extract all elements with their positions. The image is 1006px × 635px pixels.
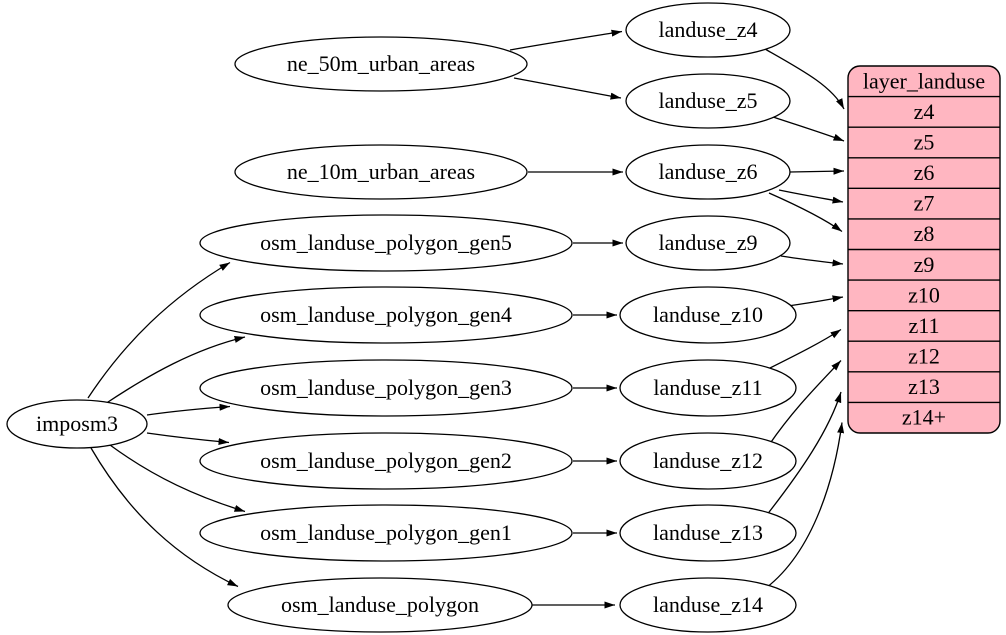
- node-osm_landuse_polygon: osm_landuse_polygon: [227, 577, 533, 633]
- osm_landuse_polygon_gen1-label: osm_landuse_polygon_gen1: [260, 520, 512, 545]
- landuse_z11-label: landuse_z11: [653, 375, 762, 400]
- landuse_z4-ellipse: [625, 2, 791, 58]
- node-landuse_z5: landuse_z5: [625, 73, 791, 129]
- edge-landuse_z4-layer_landuse-z4: [764, 48, 845, 110]
- osm_landuse_polygon_gen3-label: osm_landuse_polygon_gen3: [260, 375, 512, 400]
- landuse_z9-ellipse: [625, 215, 791, 271]
- edge-ne_50m_urban_areas-landuse_z5: [513, 77, 622, 100]
- table-row-z13: z13: [908, 374, 940, 399]
- ne_10m_urban_areas-label: ne_10m_urban_areas: [287, 159, 475, 184]
- osm_landuse_polygon-ellipse: [227, 577, 533, 633]
- edge-landuse_z10-layer_landuse-z10: [787, 295, 844, 307]
- edge-imposm3-osm_landuse_polygon_gen5: [87, 261, 231, 399]
- ne_50m_urban_areas-label: ne_50m_urban_areas: [287, 51, 475, 76]
- table-row-z7: z7: [914, 191, 935, 216]
- node-landuse_z10: landuse_z10: [619, 286, 797, 344]
- landuse_z14-label: landuse_z14: [653, 592, 763, 617]
- osm_landuse_polygon_gen5-label: osm_landuse_polygon_gen5: [260, 230, 512, 255]
- edge-landuse_z6-layer_landuse-z7: [778, 189, 844, 204]
- node-osm_landuse_polygon_gen3: osm_landuse_polygon_gen3: [199, 359, 573, 417]
- landuse_z10-ellipse: [619, 286, 797, 344]
- node-osm_landuse_polygon_gen2: osm_landuse_polygon_gen2: [199, 432, 573, 490]
- landuse_z6-label: landuse_z6: [659, 159, 758, 184]
- table-row-z4: z4: [914, 99, 935, 124]
- node-landuse_z4: landuse_z4: [625, 2, 791, 58]
- ne_10m_urban_areas-ellipse: [234, 144, 528, 200]
- landuse_z5-ellipse: [625, 73, 791, 129]
- edge-landuse_z13-layer_landuse-z13: [765, 391, 842, 517]
- table-row-z12: z12: [908, 344, 940, 369]
- table-row-z14plus: z14+: [902, 405, 946, 430]
- edge-ne_50m_urban_areas-landuse_z4: [509, 29, 623, 51]
- landuse_z13-label: landuse_z13: [653, 520, 763, 545]
- landuse_z9-label: landuse_z9: [659, 230, 758, 255]
- landuse_z13-ellipse: [619, 504, 797, 562]
- edge-imposm3-osm_landuse_polygon_gen3: [146, 403, 231, 416]
- edge-landuse_z5-layer_landuse-z5: [769, 115, 845, 142]
- osm_landuse_polygon-label: osm_landuse_polygon: [281, 592, 479, 617]
- node-landuse_z12: landuse_z12: [619, 432, 797, 490]
- node-imposm3: imposm3: [6, 399, 148, 449]
- edge-landuse_z12-layer_landuse-z12: [768, 360, 842, 446]
- table-row-z8: z8: [914, 221, 935, 246]
- imposm3-label: imposm3: [36, 411, 118, 436]
- osm_landuse_polygon_gen3-ellipse: [199, 359, 573, 417]
- edge-landuse_z11-layer_landuse-z11: [767, 328, 842, 370]
- edge-landuse_z6-layer_landuse-z8: [768, 192, 843, 233]
- edge-imposm3-osm_landuse_polygon_gen1: [109, 444, 246, 513]
- table-row-z5: z5: [914, 130, 935, 155]
- landuse_z5-label: landuse_z5: [659, 88, 758, 113]
- landuse_z6-ellipse: [625, 144, 791, 200]
- node-ne_50m_urban_areas: ne_50m_urban_areas: [234, 36, 528, 92]
- edge-imposm3-osm_landuse_polygon_gen2: [146, 432, 230, 446]
- landuse_z12-ellipse: [619, 432, 797, 490]
- imposm3-ellipse: [6, 399, 148, 449]
- osm_landuse_polygon_gen2-label: osm_landuse_polygon_gen2: [260, 448, 512, 473]
- osm_landuse_polygon_gen1-ellipse: [199, 504, 573, 562]
- node-landuse_z9: landuse_z9: [625, 215, 791, 271]
- landuse_z4-label: landuse_z4: [659, 17, 758, 42]
- osm_landuse_polygon_gen4-ellipse: [199, 286, 573, 344]
- edge-landuse_z6-layer_landuse-z6: [789, 167, 845, 175]
- layer_landuse-header: layer_landuse: [863, 69, 985, 94]
- node-landuse_z11: landuse_z11: [619, 359, 797, 417]
- osm_landuse_polygon_gen4-label: osm_landuse_polygon_gen4: [260, 302, 512, 327]
- edge-imposm3-osm_landuse_polygon: [90, 447, 239, 588]
- landuse_z10-label: landuse_z10: [653, 302, 763, 327]
- node-osm_landuse_polygon_gen5: osm_landuse_polygon_gen5: [199, 214, 573, 272]
- node-landuse_z6: landuse_z6: [625, 144, 791, 200]
- edge-landuse_z14-layer_landuse-z14plus: [765, 422, 845, 589]
- edge-layer: [87, 29, 845, 609]
- table-row-z10: z10: [908, 282, 940, 307]
- node-layer_landuse-table: layer_landuse z4 z5 z6 z7 z8 z9 z10 z11 …: [847, 65, 1001, 434]
- table-row-z11: z11: [909, 313, 940, 338]
- landuse_z12-label: landuse_z12: [653, 448, 763, 473]
- osm_landuse_polygon_gen2-ellipse: [199, 432, 573, 490]
- edge-landuse_z9-layer_landuse-z9: [780, 255, 844, 267]
- node-osm_landuse_polygon_gen4: osm_landuse_polygon_gen4: [199, 286, 573, 344]
- ne_50m_urban_areas-ellipse: [234, 36, 528, 92]
- landuse_z14-ellipse: [619, 577, 797, 633]
- node-osm_landuse_polygon_gen1: osm_landuse_polygon_gen1: [199, 504, 573, 562]
- node-landuse_z14: landuse_z14: [619, 577, 797, 633]
- osm_landuse_polygon_gen5-ellipse: [199, 214, 573, 272]
- landuse_z11-ellipse: [619, 359, 797, 417]
- edge-imposm3-osm_landuse_polygon_gen4: [104, 336, 246, 405]
- node-landuse_z13: landuse_z13: [619, 504, 797, 562]
- table-row-z9: z9: [914, 252, 935, 277]
- node-ne_10m_urban_areas: ne_10m_urban_areas: [234, 144, 528, 200]
- table-row-z6: z6: [914, 160, 935, 185]
